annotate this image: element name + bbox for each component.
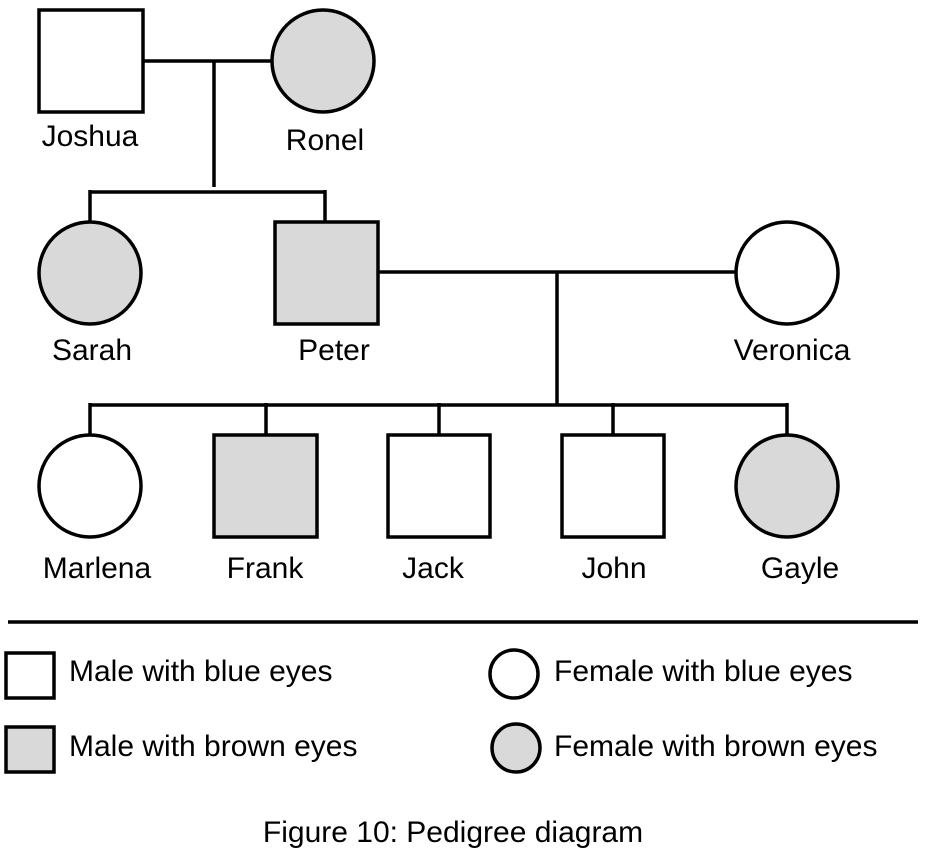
veronica-label: Veronica bbox=[734, 334, 851, 367]
jack-symbol bbox=[386, 433, 492, 539]
ronel-label: Ronel bbox=[286, 124, 364, 157]
legend-male-brown-symbol bbox=[4, 725, 56, 774]
john-label: John bbox=[581, 552, 646, 585]
jack-label: Jack bbox=[402, 552, 465, 585]
gayle-label: Gayle bbox=[761, 552, 839, 585]
legend-female-blue-label: Female with blue eyes bbox=[554, 655, 852, 688]
legend: Male with blue eyes Female with blue eye… bbox=[4, 648, 877, 774]
peter-symbol bbox=[273, 220, 380, 326]
pedigree-lines bbox=[88, 59, 789, 436]
figure-caption: Figure 10: Pedigree diagram bbox=[263, 816, 643, 848]
frank-label: Frank bbox=[227, 552, 305, 585]
peter-label: Peter bbox=[298, 334, 370, 367]
marlena-label: Marlena bbox=[43, 552, 152, 585]
frank-symbol bbox=[212, 433, 319, 539]
gayle-symbol bbox=[734, 433, 840, 539]
sarah-label: Sarah bbox=[52, 334, 132, 367]
john-symbol bbox=[560, 433, 666, 539]
legend-male-blue-label: Male with blue eyes bbox=[69, 655, 332, 688]
legend-male-blue-symbol bbox=[4, 651, 56, 700]
veronica-symbol bbox=[734, 220, 840, 326]
legend-female-blue-symbol bbox=[488, 648, 540, 700]
legend-male-brown-label: Male with brown eyes bbox=[69, 730, 357, 763]
marlena-symbol bbox=[37, 433, 143, 539]
ronel-symbol bbox=[270, 8, 376, 114]
joshua-label: Joshua bbox=[42, 120, 139, 153]
sarah-symbol bbox=[37, 220, 143, 326]
joshua-symbol bbox=[37, 8, 145, 114]
legend-female-brown-label: Female with brown eyes bbox=[554, 730, 877, 763]
legend-female-brown-symbol bbox=[490, 722, 542, 774]
